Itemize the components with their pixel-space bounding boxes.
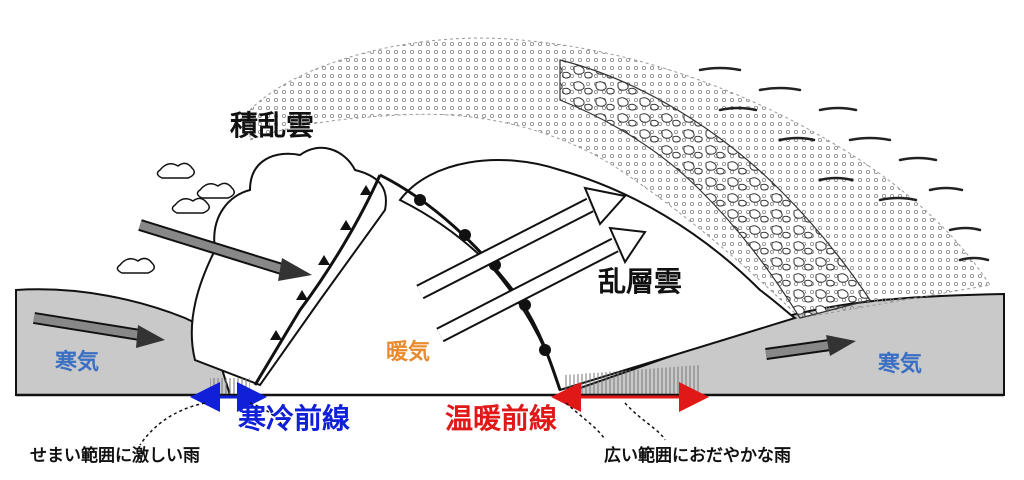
cold-front-rain-note: せまい範囲に激しい雨 [30,446,200,466]
warm-front-symbols [414,194,551,356]
small-cumulus-clouds [116,162,235,274]
cumulonimbus-label: 積乱雲 [230,109,315,142]
cirrocumulus-band [559,59,871,319]
cold-front-rain-area [210,378,250,395]
cold-air-left-label: 寒気 [55,350,100,375]
cirrus-streaks [698,66,990,262]
cold-front-rain-leader-2 [249,402,286,431]
nimbostratus-label: 乱層雲 [598,265,683,298]
cold-front-symbols [270,185,372,340]
warm-front-label: 温暖前線 [445,402,558,435]
warm-front-rain-leader-2 [624,402,666,441]
cold-front-surface [253,174,382,386]
cold-front-rain-leader [139,402,206,446]
cold-air-flow-arrows [33,219,856,360]
cold-air-right-label: 寒気 [878,352,923,377]
cold-front-label: 寒冷前線 [238,402,351,435]
warm-front-rain-note: 広い範囲におだやかな雨 [604,446,791,466]
warm-air-flow-arrows [416,186,647,343]
warm-front-rain-leader [565,402,606,441]
warm-air-label: 暖気 [386,340,431,365]
